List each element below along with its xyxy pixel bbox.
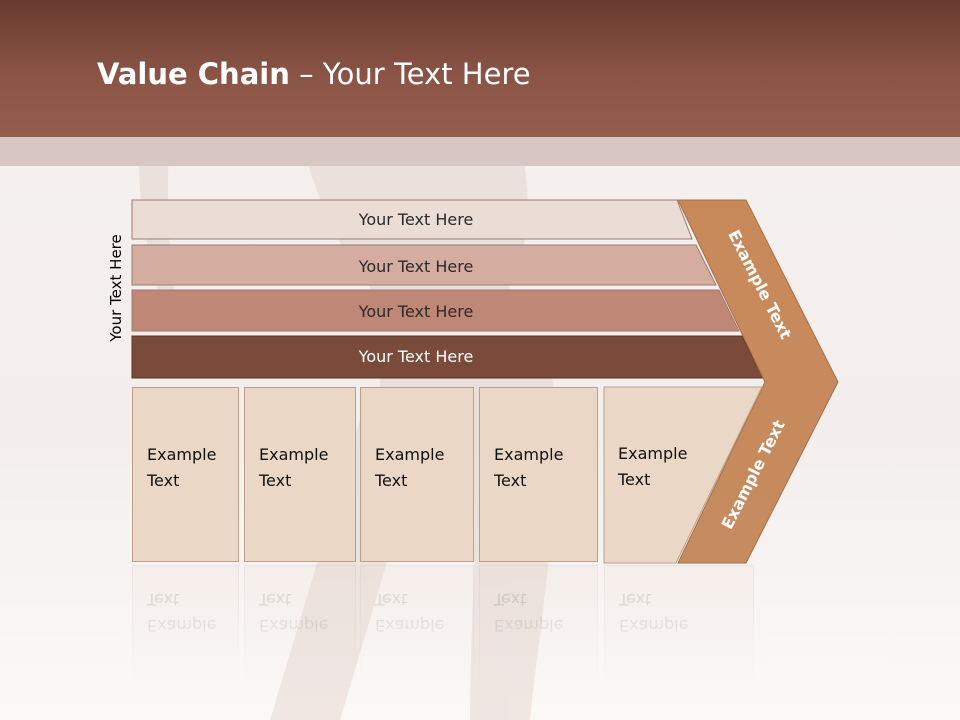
title-bar — [0, 0, 960, 137]
box-2-line2: Text — [259, 471, 292, 490]
bar-3-label: Your Text Here — [358, 302, 474, 321]
box-5-shape[interactable] — [603, 386, 763, 564]
box-5-line1: Example — [618, 444, 688, 463]
box-2[interactable]: Example Text — [244, 387, 356, 562]
bar-2-label: Your Text Here — [358, 257, 474, 276]
box-3-line2: Text — [375, 471, 408, 490]
slide-title: Value Chain – Your Text Here — [97, 54, 531, 94]
bar-2[interactable] — [131, 244, 717, 286]
bar-3[interactable] — [131, 289, 740, 332]
slide-title-rest: – Your Text Here — [289, 57, 531, 91]
box-1[interactable]: Example Text — [132, 387, 239, 562]
title-strip — [0, 137, 960, 166]
box-5-line2: Text — [618, 470, 651, 489]
box-5-text: Example Text — [604, 387, 704, 562]
chevron-arrow[interactable] — [677, 199, 839, 564]
box-3-line1: Example — [375, 445, 445, 464]
box-2-line1: Example — [259, 445, 329, 464]
box-1-line1: Example — [147, 445, 217, 464]
bar-1-label: Your Text Here — [358, 210, 474, 229]
box-1-line2: Text — [147, 471, 180, 490]
bar-4-label: Your Text Here — [358, 347, 474, 366]
slide-title-bold: Value Chain — [97, 57, 290, 91]
bar-1[interactable] — [131, 199, 693, 240]
box-3[interactable]: Example Text — [360, 387, 474, 562]
box-4-line1: Example — [494, 445, 564, 464]
box-4-line2: Text — [494, 471, 527, 490]
box-4[interactable]: Example Text — [479, 387, 598, 562]
